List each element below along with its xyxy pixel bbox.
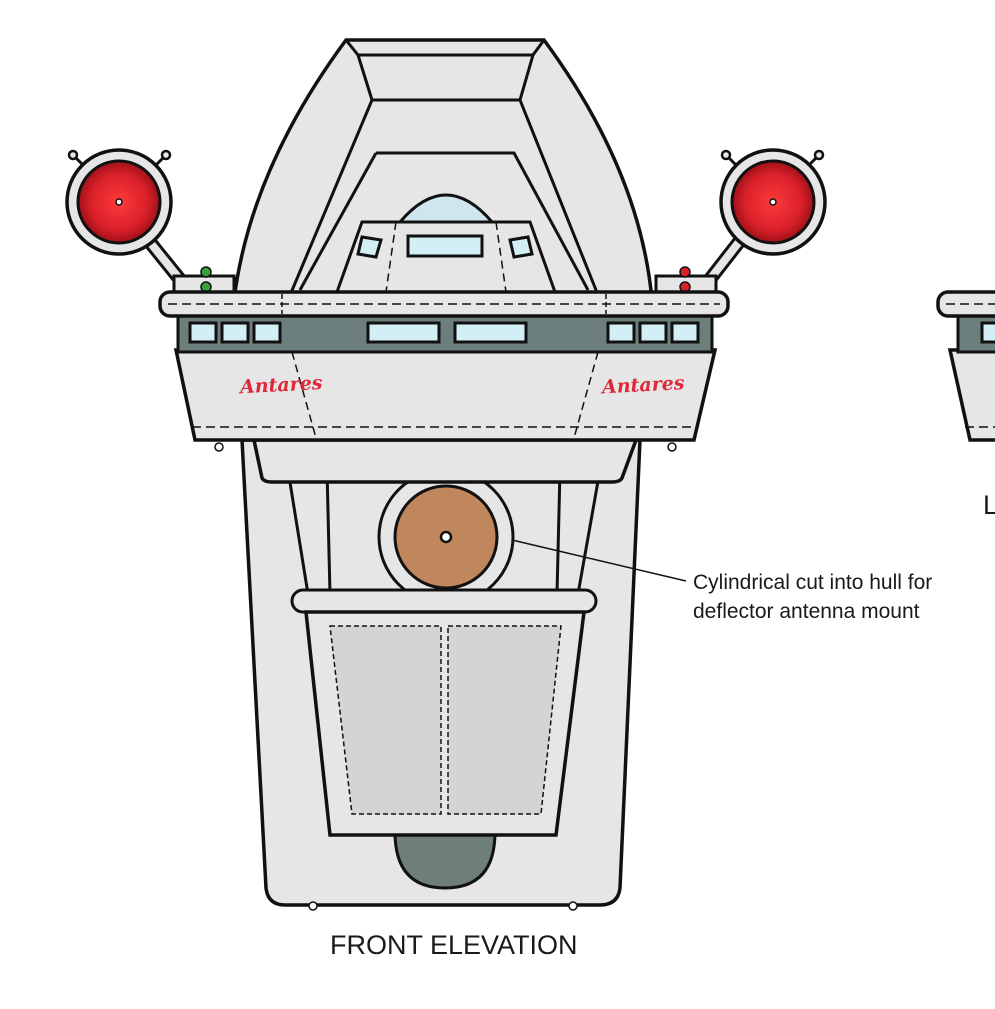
bridge-window-center bbox=[406, 234, 484, 258]
saucer-section bbox=[158, 290, 730, 452]
hull-marking-left: Antares bbox=[238, 372, 324, 398]
side-elevation-caption-fragment: L bbox=[983, 490, 995, 520]
hatch-door-right bbox=[447, 625, 562, 815]
cross-rail bbox=[290, 588, 598, 614]
saucer-windows bbox=[188, 321, 700, 344]
saucer-skirt bbox=[251, 438, 639, 484]
top-dome bbox=[396, 193, 496, 224]
right-beacon bbox=[719, 148, 827, 256]
bridge-window-right bbox=[508, 235, 534, 259]
lower-dome bbox=[393, 830, 497, 890]
callout-line-2: deflector antenna mount bbox=[693, 600, 920, 623]
bridge-window-left bbox=[356, 235, 383, 259]
deflector-callout-label: Cylindrical cut into hull for deflector … bbox=[693, 568, 993, 626]
saucer-rim bbox=[158, 290, 730, 318]
callout-line-1: Cylindrical cut into hull for bbox=[693, 571, 933, 594]
side-elevation-fragment bbox=[936, 290, 995, 442]
hull-marking-right: Antares bbox=[600, 372, 686, 398]
left-beacon bbox=[65, 148, 173, 256]
nav-lights-right bbox=[654, 266, 718, 296]
nav-lights-left bbox=[172, 266, 236, 296]
hatch-door-left bbox=[329, 625, 442, 815]
callout-leader-line bbox=[511, 539, 687, 582]
front-elevation-caption: FRONT ELEVATION bbox=[330, 930, 578, 960]
